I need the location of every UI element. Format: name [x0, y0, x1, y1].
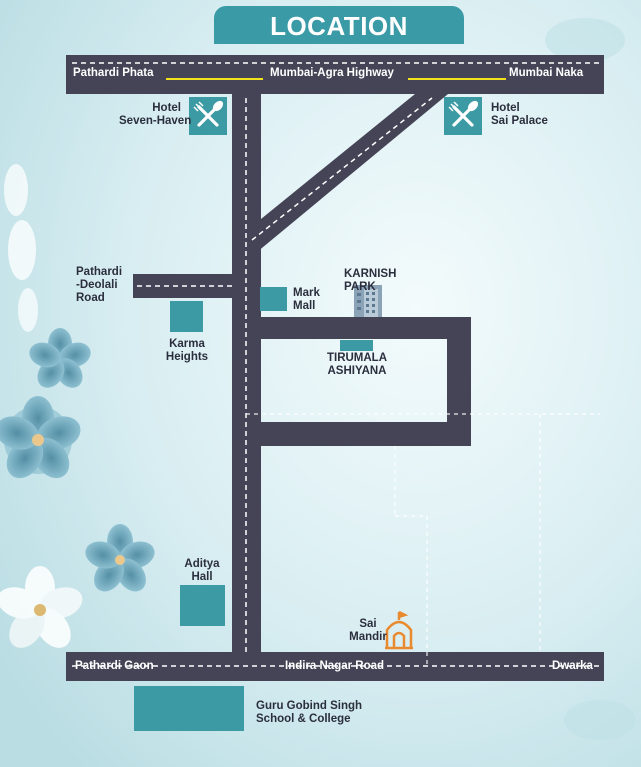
sai-mandir-line1: Sai: [359, 618, 377, 630]
hotel-sai-palace-line2: Sai Palace: [491, 115, 548, 127]
tirumala-line2: ASHIYANA: [327, 365, 387, 377]
page-title: LOCATION: [214, 6, 464, 44]
loop-bottom-road: [261, 422, 471, 446]
road-label-pathardi-gaon: Pathardi Gaon: [75, 660, 154, 672]
road-label-pathardi-phata: Pathardi Phata: [73, 67, 154, 79]
road-label-dwarka: Dwarka: [552, 660, 593, 672]
mark-mall-line1: Mark: [293, 287, 320, 299]
school-line1: Guru Gobind Singh: [256, 700, 363, 712]
pathardi-deolali-line2: -Deolali: [76, 279, 118, 291]
hotel-seven-haven-line2: Seven-Haven: [119, 115, 192, 127]
highway-road: [66, 55, 604, 94]
hotel-seven-haven-line1: Hotel: [152, 102, 181, 114]
karma-heights-line1: Karma: [169, 338, 205, 350]
restaurant-icon: [189, 97, 227, 135]
pathardi-deolali-line1: Pathardi: [76, 266, 123, 278]
mark-mall-marker: [260, 287, 287, 311]
tirumala-line1: TIRUMALA: [326, 352, 388, 364]
karnish-park-line1: KARNISH: [344, 268, 397, 280]
karma-heights-line2: Heights: [165, 351, 209, 363]
aditya-hall-marker: [180, 585, 225, 626]
karnish-park-label: KARNISH PARK: [344, 268, 396, 294]
tirumala-ashiyana-label: TIRUMALA ASHIYANA: [322, 352, 392, 378]
sai-mandir-label: Sai Mandir: [340, 618, 396, 644]
school-marker: [134, 686, 244, 731]
building-icon: [354, 285, 382, 317]
mark-mall-label: Mark Mall: [293, 287, 320, 313]
aditya-hall-line2: Hall: [191, 571, 213, 583]
karma-heights-marker: [170, 301, 203, 332]
road-label-mumbai-agra-highway: Mumbai-Agra Highway: [270, 67, 394, 79]
sai-mandir-line2: Mandir: [349, 631, 387, 643]
hotel-seven-haven-label: Hotel Seven-Haven: [119, 102, 192, 128]
karnish-street: [261, 317, 471, 339]
hotel-sai-palace-line1: Hotel: [491, 102, 520, 114]
roads: [66, 55, 604, 681]
karma-heights-label: Karma Heights: [158, 338, 216, 364]
karnish-park-line2: PARK: [344, 281, 376, 293]
landmarks: [134, 287, 373, 731]
diagonal-road: [245, 94, 448, 262]
pathardi-deolali-road-label: Pathardi -Deolali Road: [76, 266, 122, 305]
school-label: Guru Gobind Singh School & College: [256, 700, 362, 726]
flower-decoration: [0, 18, 636, 740]
restaurant-icon: [444, 97, 482, 135]
temple-icon: [385, 610, 413, 650]
school-line2: School & College: [256, 713, 351, 725]
hotel-sai-palace-label: Hotel Sai Palace: [491, 102, 548, 128]
pathardi-deolali-line3: Road: [76, 292, 105, 304]
tirumala-ashiyana-marker: [340, 340, 373, 351]
aditya-hall-line1: Aditya: [184, 558, 220, 570]
road-label-indira-nagar-road: Indira Nagar Road: [285, 660, 385, 672]
road-label-mumbai-naka: Mumbai Naka: [509, 67, 584, 79]
aditya-hall-label: Aditya Hall: [172, 558, 232, 584]
minor-lanes: [246, 413, 600, 666]
road-center-lines: [72, 62, 600, 667]
mark-mall-line2: Mall: [293, 300, 316, 312]
